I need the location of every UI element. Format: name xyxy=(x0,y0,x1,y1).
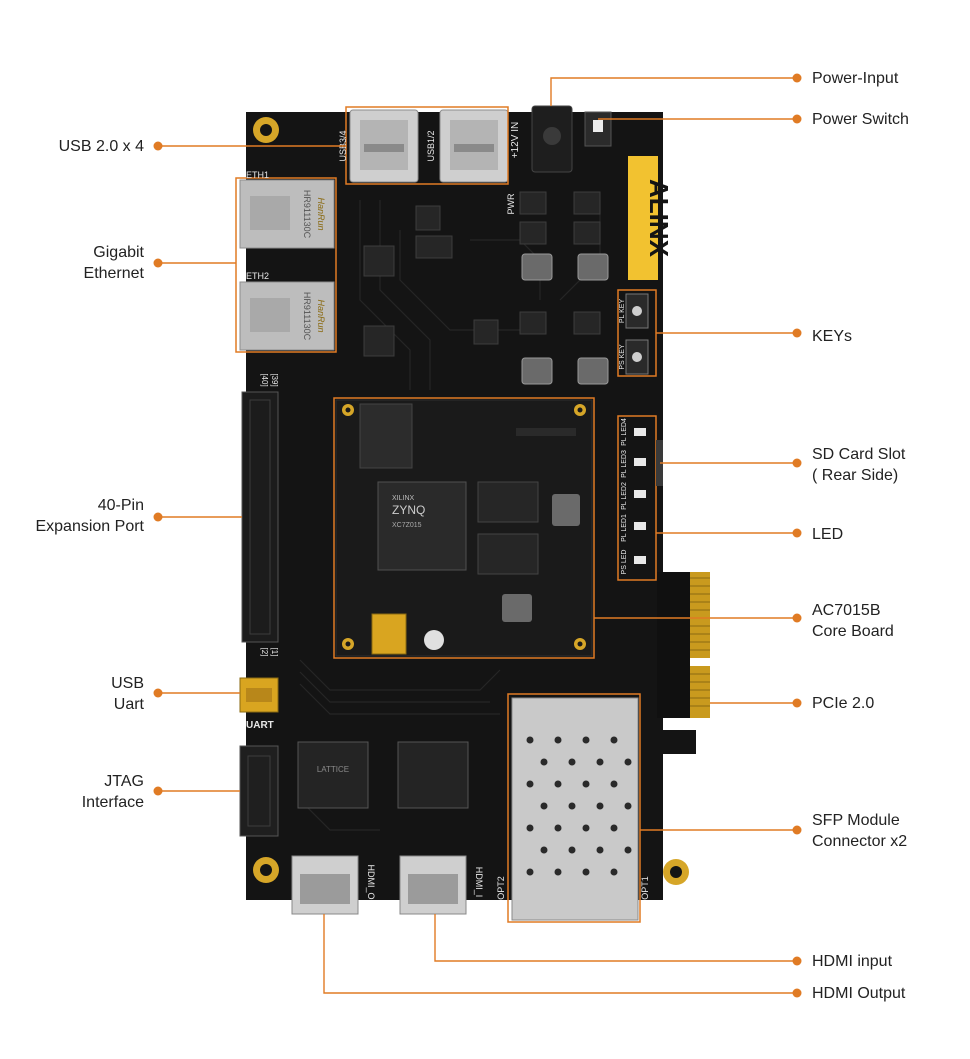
pcie-tab xyxy=(657,572,690,718)
silk-jack-brand-2: HanRun xyxy=(316,299,326,332)
usb-connectors xyxy=(349,109,509,183)
ddr-chip-2 xyxy=(477,533,539,575)
label-hdmi-output: HDMI Output xyxy=(812,985,906,1002)
line-power-input xyxy=(550,77,797,106)
chip-part: XC7Z015 xyxy=(392,522,422,529)
core-inductor xyxy=(502,594,532,622)
pcb-traces xyxy=(299,200,601,831)
inductors xyxy=(521,253,609,385)
silk-opt2: OPT2 xyxy=(496,876,506,900)
label-sd-card: SD Card Slot ( Rear Side) xyxy=(812,446,906,484)
label-ethernet: Gigabit Ethernet xyxy=(83,244,144,282)
label-power-switch: Power Switch xyxy=(812,111,909,128)
pcie-gold-fingers xyxy=(690,572,710,718)
lattice-chip xyxy=(297,741,369,809)
ethernet-jacks xyxy=(239,179,335,351)
alinx-logo-plate xyxy=(628,156,658,280)
sfp-vent-holes xyxy=(526,736,632,876)
core-mount-holes xyxy=(342,404,586,650)
silk-ps-key: PS KEY xyxy=(619,344,626,370)
label-led: LED xyxy=(812,526,844,543)
silk-opt1: OPT1 xyxy=(640,876,650,900)
silk-pin-40: [40] xyxy=(260,373,269,386)
ddr-chip-1 xyxy=(477,481,539,523)
label-jtag: JTAG Interface xyxy=(81,773,144,811)
silk-pin-2: [2] xyxy=(260,648,269,657)
jtag-header xyxy=(239,745,279,837)
core-pin-header xyxy=(516,428,576,436)
core-callout-box xyxy=(333,397,595,659)
label-usb: USB 2.0 x 4 xyxy=(58,138,144,155)
top-components xyxy=(363,191,601,357)
sd-card-slot xyxy=(656,440,663,486)
zynq-chip xyxy=(377,481,467,571)
silk-jack-part-1: HR911130C xyxy=(302,190,312,239)
label-keys: KEYs xyxy=(812,328,853,345)
core-inductor-2 xyxy=(552,494,580,526)
hdmi-ports xyxy=(291,855,467,915)
silk-pl-led3: PL LED3 xyxy=(621,450,628,478)
silk-pin-39: [39] xyxy=(270,373,279,386)
silk-jack-brand-1: HanRun xyxy=(316,197,326,230)
silk-pwr: PWR xyxy=(506,193,516,214)
label-usb-uart: USB Uart xyxy=(111,675,144,713)
phy-chip xyxy=(397,741,469,809)
core-usb-connector xyxy=(371,613,407,655)
silk-power-in: +12V IN xyxy=(510,122,521,158)
label-sfp: SFP Module Connector x2 xyxy=(812,812,908,850)
line-hdmi-in xyxy=(434,914,797,962)
alinx-logo: ALINX xyxy=(644,179,674,258)
header-pins xyxy=(249,399,271,635)
silk-hdmi-o: HDMI_O xyxy=(366,864,376,899)
silk-pl-key: PL KEY xyxy=(619,299,626,324)
silk-hdmi-i: HDMI_I xyxy=(474,867,484,898)
led-callout-box xyxy=(617,415,657,581)
silk-pl-led1: PL LED1 xyxy=(621,514,628,542)
label-power-input: Power-Input xyxy=(812,70,899,87)
label-expansion: 40-Pin Expansion Port xyxy=(35,497,144,535)
callout-lines xyxy=(158,77,797,994)
expansion-header xyxy=(241,391,279,643)
silk-eth1: ETH1 xyxy=(246,170,269,180)
label-hdmi-input: HDMI input xyxy=(812,953,893,970)
keys-buttons xyxy=(625,293,649,375)
silk-jack-part-2: HR911130C xyxy=(302,292,312,341)
silk-uart: UART xyxy=(246,720,274,731)
silk-usb-b: USB1/2 xyxy=(426,130,436,161)
label-core-board: AC7015B Core Board xyxy=(812,602,894,640)
silk-ps-led: PS LED xyxy=(621,550,628,575)
label-pcie: PCIe 2.0 xyxy=(812,695,875,712)
led-array xyxy=(634,428,646,564)
silk-pl-led2: PL LED2 xyxy=(621,482,628,510)
sfp-cage xyxy=(511,697,639,921)
chip-brand: XILINX xyxy=(392,495,415,502)
flash-chip xyxy=(359,403,413,469)
line-hdmi-out xyxy=(323,914,797,994)
mounting-holes xyxy=(253,117,689,885)
chip-lattice: LATTICE xyxy=(317,765,349,774)
sfp-callout-box xyxy=(507,693,641,923)
silk-eth2: ETH2 xyxy=(246,271,269,281)
chip-name: ZYNQ xyxy=(392,503,425,517)
silk-pl-led4: PL LED4 xyxy=(621,418,628,446)
callout-dots xyxy=(153,73,802,998)
ethernet-callout-box xyxy=(235,177,337,353)
silk-pin-1: [1] xyxy=(270,648,279,657)
